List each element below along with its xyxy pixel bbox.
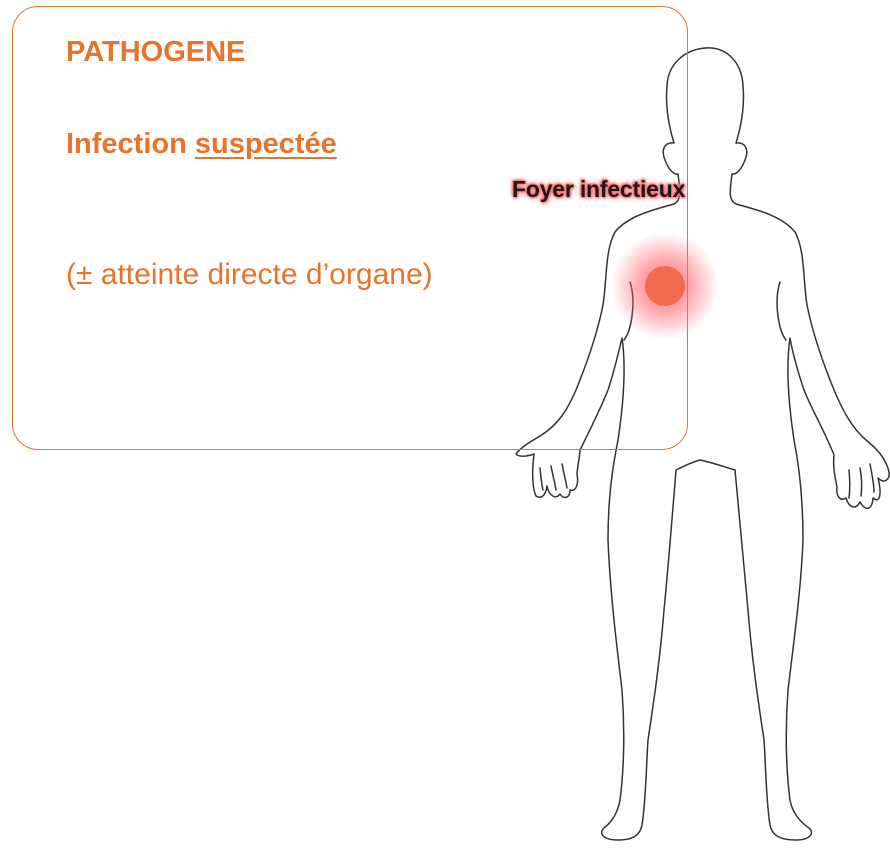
infection-status: Infection suspectée [66, 128, 337, 161]
infection-focus-label: Foyer infectieux [512, 176, 685, 203]
right-hand-fingers [849, 464, 874, 498]
suspected-label: suspectée [195, 128, 337, 160]
body-outline-right [705, 48, 889, 840]
pathogen-info-box [12, 6, 688, 450]
left-hand-fingers [540, 464, 567, 490]
organ-damage-note: (± atteinte directe d’organe) [66, 258, 433, 292]
inner-arm-line-right [777, 282, 786, 340]
infection-label: Infection [66, 128, 187, 160]
pathogen-title: PATHOGENE [66, 36, 245, 69]
infection-focus-dot [645, 266, 685, 306]
